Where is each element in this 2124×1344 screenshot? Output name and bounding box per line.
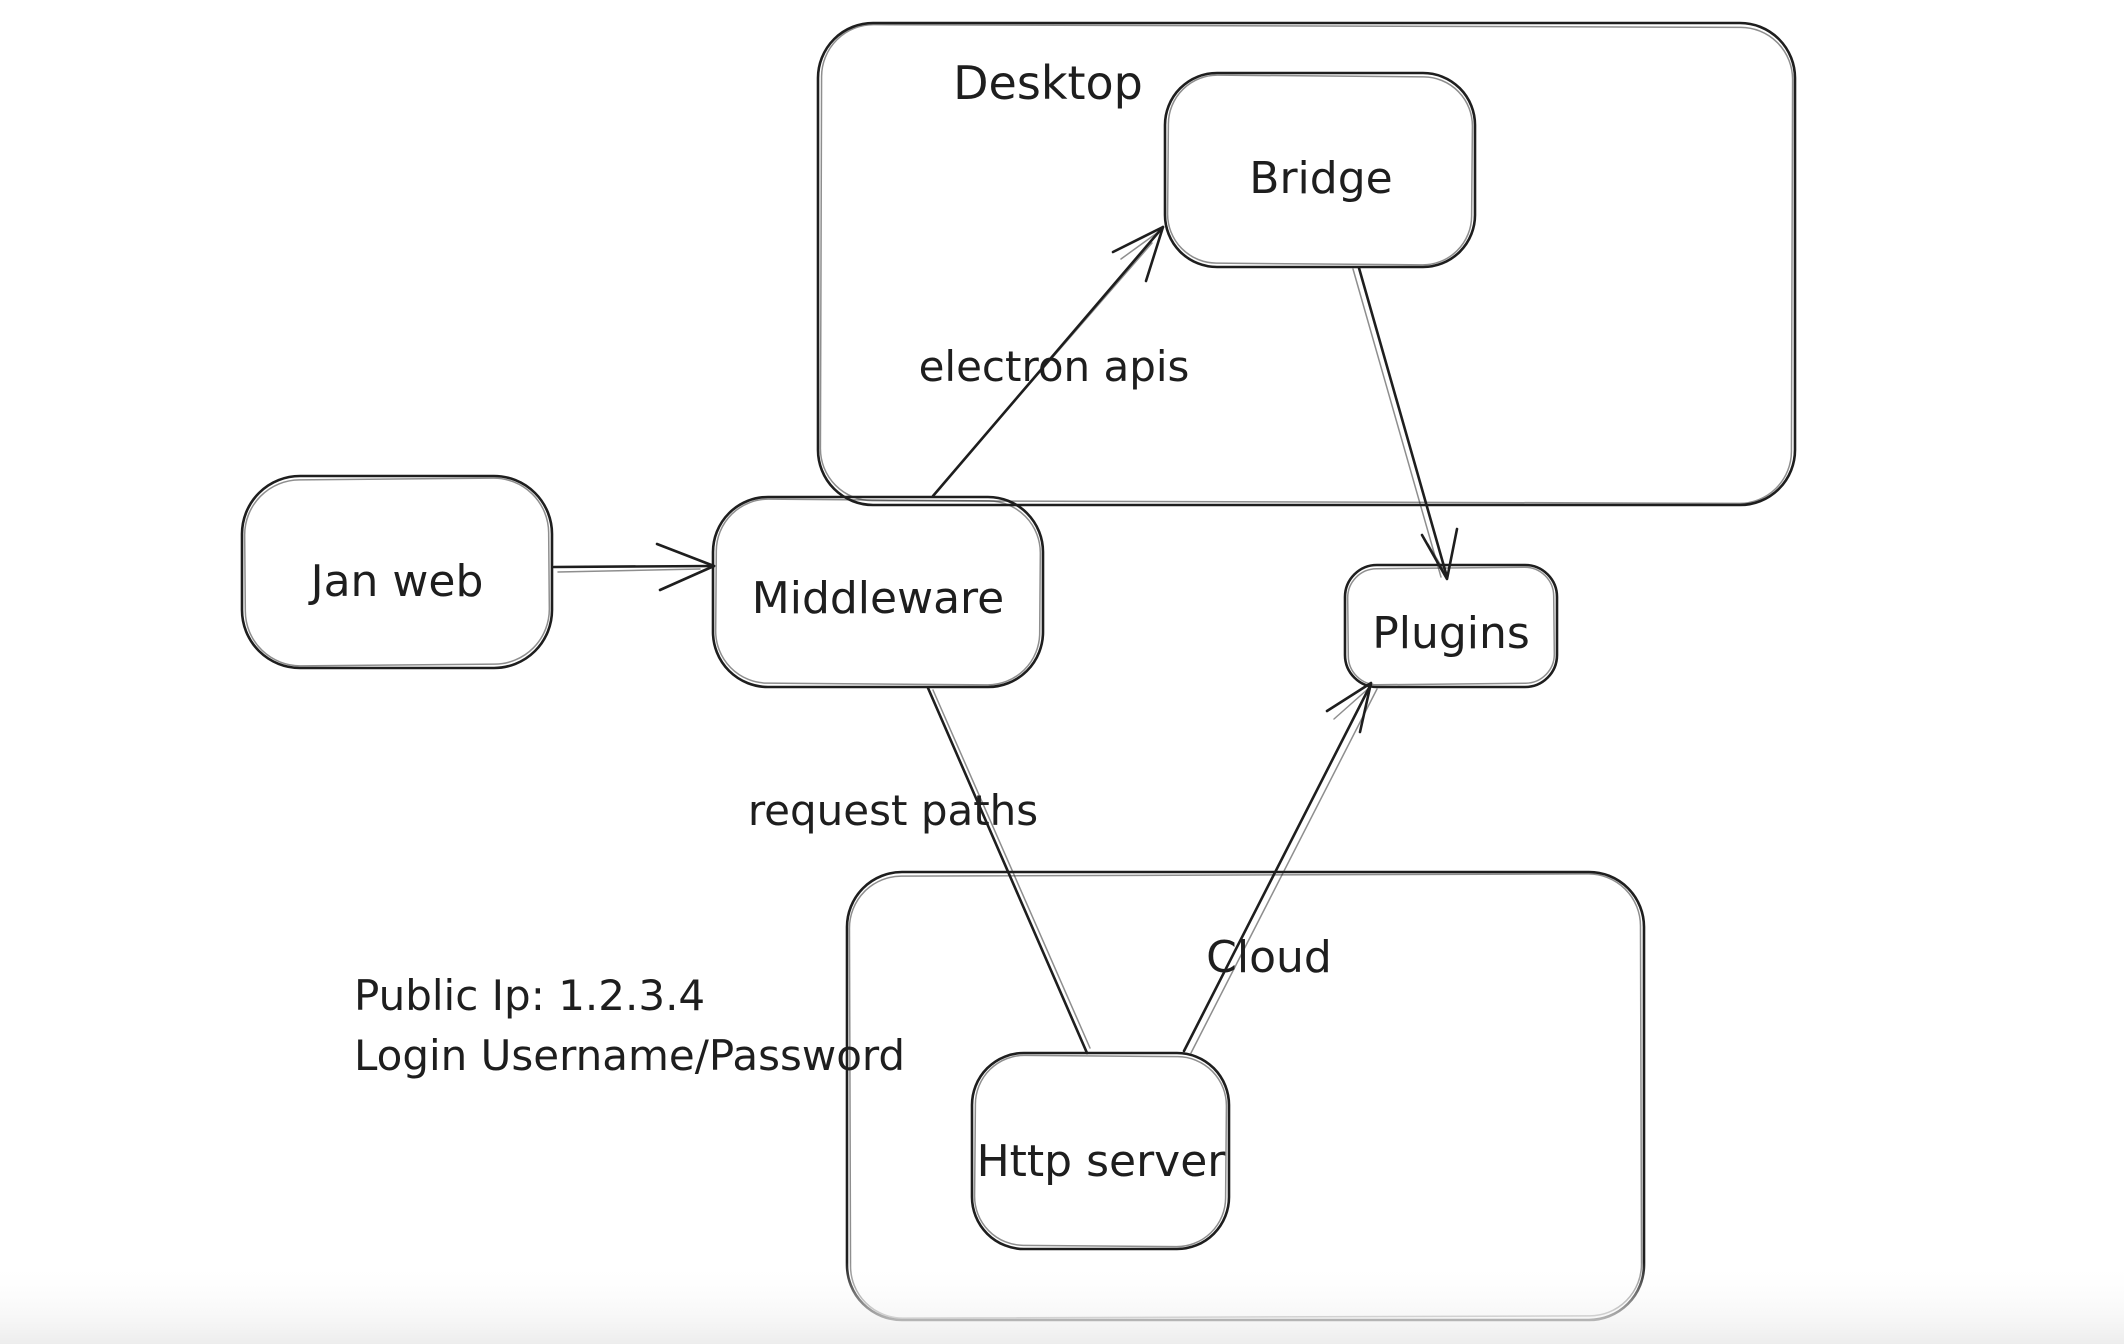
edge-jan-web-to-middleware-line	[552, 564, 716, 569]
desktop-container-box	[816, 21, 1797, 507]
node-middleware: Middleware	[711, 495, 1045, 689]
desktop-container-box-sketch	[819, 23, 1794, 505]
container-desktop: Desktop	[816, 21, 1797, 507]
node-middleware-label: Middleware	[752, 573, 1004, 624]
edge-bridge-to-plugins-line-sketch	[1352, 268, 1442, 578]
node-jan-web-box-sketch	[243, 477, 551, 667]
edge-label-electron-apis: electron apis	[919, 342, 1190, 391]
edge-middleware-to-http-server-line-sketch	[932, 689, 1091, 1049]
node-http-server-box-sketch	[973, 1054, 1228, 1248]
edge-middleware-to-bridge-arrowhead	[1111, 225, 1165, 283]
edge-bridge-to-plugins-line	[1357, 266, 1449, 579]
node-plugins: Plugins	[1343, 563, 1559, 689]
node-middleware-box-sketch	[714, 498, 1042, 686]
annotation-public-ip: Public Ip: 1.2.3.4	[354, 971, 705, 1020]
node-jan-web-label: Jan web	[308, 556, 484, 607]
edge-http-server-to-plugins-line	[1182, 682, 1373, 1053]
desktop-container-label: Desktop	[953, 56, 1143, 110]
edge-bridge-to-plugins-arrowhead-sketch	[1427, 543, 1447, 575]
edge-http-server-to-plugins-arrowhead-sketch	[1333, 687, 1370, 720]
edge-http-server-to-plugins-arrowhead	[1325, 681, 1373, 734]
node-jan-web-box	[240, 474, 554, 670]
node-middleware-box	[711, 495, 1045, 689]
edge-middleware-to-http-server-line	[926, 686, 1089, 1055]
edge-http-server-to-plugins-line-sketch	[1190, 688, 1378, 1054]
node-http-server-box	[970, 1051, 1231, 1251]
edge-http-server-to-plugins	[1182, 681, 1378, 1054]
node-plugins-box-sketch	[1346, 566, 1556, 686]
node-jan-web: Jan web	[240, 474, 554, 670]
node-bridge-label: Bridge	[1249, 153, 1392, 204]
edge-bridge-to-plugins	[1352, 266, 1459, 581]
node-http-server: Http server	[970, 1051, 1231, 1251]
page-bottom-fade	[0, 1262, 2124, 1344]
node-plugins-label: Plugins	[1372, 608, 1530, 659]
node-plugins-box	[1343, 563, 1559, 689]
node-bridge-box	[1163, 71, 1477, 269]
edge-bridge-to-plugins-arrowhead	[1420, 527, 1459, 581]
node-bridge: Bridge	[1163, 71, 1477, 269]
container-cloud: Cloud	[845, 870, 1646, 1322]
node-bridge-box-sketch	[1166, 74, 1474, 266]
annotation-block: Public Ip: 1.2.3.4 Login Username/Passwo…	[354, 971, 905, 1080]
edge-middleware-to-bridge: electron apis	[919, 225, 1190, 498]
annotation-login: Login Username/Password	[354, 1031, 905, 1080]
edge-label-request-paths: request paths	[748, 786, 1038, 835]
edge-jan-web-to-middleware-line-sketch	[557, 568, 701, 573]
edge-middleware-to-bridge-line-sketch	[940, 242, 1153, 487]
cloud-container-label: Cloud	[1206, 932, 1332, 983]
edge-jan-web-to-middleware	[552, 542, 716, 592]
edge-middleware-to-bridge-arrowhead-sketch	[1120, 229, 1162, 260]
edge-middleware-to-http-server: request paths	[748, 686, 1091, 1055]
node-http-server-label: Http server	[977, 1136, 1227, 1187]
